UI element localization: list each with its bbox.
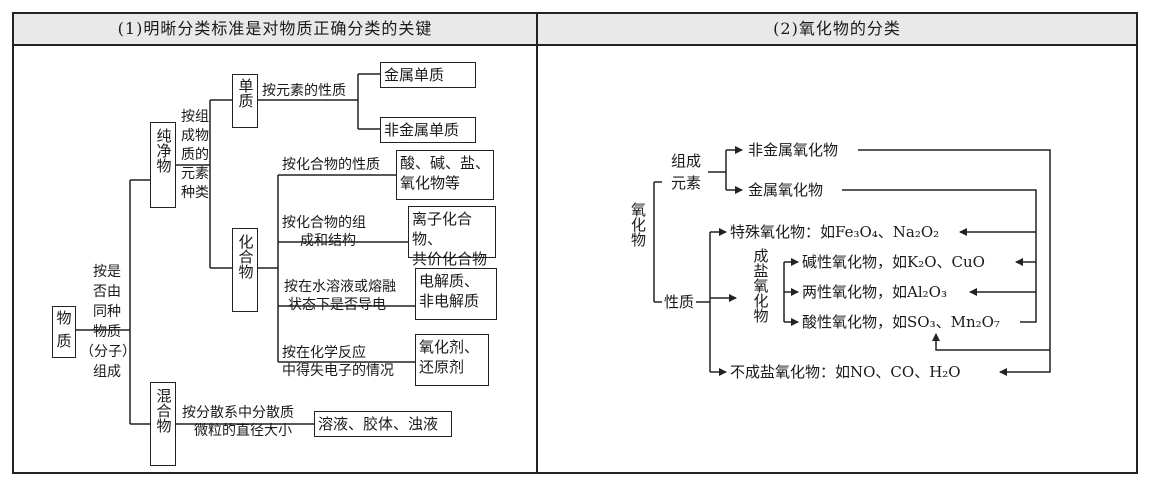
pure-substance-label: 纯净物 <box>154 128 173 173</box>
salt-forming-label: 成盐氧化物 <box>740 248 780 329</box>
elemental-label: 单质 <box>236 78 255 108</box>
mixture-label: 混合物 <box>154 388 173 433</box>
box-line: 非电解质 <box>419 292 480 310</box>
criterion-main-label: 按是 否由 同种 物质 （分子） 组成 <box>80 262 136 382</box>
redox-agents-box: 氧化剂、 还原剂 <box>415 334 489 386</box>
compound-box: 化合物 <box>232 228 258 312</box>
by-electron-transfer-label: 按在化学反应 中得失电子的情况 <box>282 344 394 380</box>
dispersions-label: 溶液、胶体、浊液 <box>318 415 439 433</box>
ionic-covalent-box: 离子化合物、 共价化合物 <box>408 206 496 268</box>
matter-box: 物质 <box>52 306 76 358</box>
metal-elemental-box: 金属单质 <box>380 62 476 88</box>
by-property-label: 性质 <box>664 293 695 311</box>
pure-substance-box: 纯净物 <box>150 122 176 208</box>
dispersions-box: 溶液、胶体、浊液 <box>314 411 452 437</box>
criterion-line: 种类 <box>181 185 209 201</box>
label-line: 元素 <box>670 174 701 192</box>
outer-frame <box>12 12 1138 474</box>
metal-elemental-label: 金属单质 <box>384 66 445 84</box>
criterion-line: 元素 <box>181 166 209 182</box>
acid-base-salt-box: 酸、碱、盐、 氧化物等 <box>396 150 494 200</box>
panel-divider <box>536 12 538 474</box>
salt-forming-text: 成盐氧化物 <box>751 248 770 323</box>
by-element-property-label: 按元素的性质 <box>262 83 346 99</box>
label-line: 组成 <box>670 152 701 170</box>
criterion-line: 否由 <box>93 284 121 300</box>
criterion-line: （分子） <box>80 344 136 360</box>
criterion-line: 组成 <box>93 364 121 380</box>
right-panel-heading: (2)氧化物的分类 <box>773 19 901 38</box>
electrolytes-box: 电解质、 非电解质 <box>415 268 497 320</box>
oxide-label: 氧化物 <box>626 202 650 253</box>
metal-oxide-label: 金属氧化物 <box>748 181 824 199</box>
criterion-line: 质的 <box>181 147 209 163</box>
special-oxide-label: 特殊氧化物：如Fe₃O₄、Na₂O₂ <box>730 223 940 241</box>
label-line: 状态下是否导电 <box>288 297 386 313</box>
label-line: 按分散系中分散质 <box>182 405 294 421</box>
criterion-line: 按组 <box>181 109 209 125</box>
by-composition-elements-label: 组成 元素 <box>664 150 708 194</box>
non-salt-forming-label: 不成盐氧化物：如NO、CO、H₂O <box>730 363 961 381</box>
acidic-oxide-label: 酸性氧化物，如SO₃、Mn₂O₇ <box>802 313 1000 331</box>
box-line: 离子化合物、 <box>412 210 473 248</box>
box-line: 酸、碱、盐、 <box>400 154 491 172</box>
by-dispersion-label: 按分散系中分散质 微粒的直径大小 <box>182 404 294 440</box>
box-line: 共价化合物 <box>412 250 488 268</box>
label-line: 成和结构 <box>300 233 356 249</box>
label-line: 按在化学反应 <box>282 345 366 361</box>
amphoteric-oxide-label: 两性氧化物，如Al₂O₃ <box>802 283 947 301</box>
oxide-text: 氧化物 <box>629 202 647 247</box>
nonmetal-oxide-label: 非金属氧化物 <box>748 141 839 159</box>
label-line: 按在水溶液或熔融 <box>284 279 396 295</box>
compound-label: 化合物 <box>236 234 255 279</box>
matter-label: 物质 <box>56 309 72 350</box>
by-compound-property-label: 按化合物的性质 <box>282 157 380 173</box>
nonmetal-elemental-box: 非金属单质 <box>380 117 476 143</box>
label-line: 按化合物的组 <box>282 215 366 231</box>
by-conductivity-label: 按在水溶液或熔融 状态下是否导电 <box>284 278 396 314</box>
criterion-line: 按是 <box>93 264 121 280</box>
box-line: 氧化物等 <box>400 174 461 192</box>
nonmetal-elemental-label: 非金属单质 <box>384 121 460 139</box>
criterion-line: 成物 <box>181 128 209 144</box>
box-line: 还原剂 <box>419 358 465 376</box>
box-line: 电解质、 <box>419 272 480 290</box>
mixture-box: 混合物 <box>150 382 176 466</box>
criterion-line: 物质 <box>93 324 121 340</box>
by-composition-structure-label: 按化合物的组 成和结构 <box>282 214 366 250</box>
criterion-line: 同种 <box>93 304 121 320</box>
basic-oxide-label: 碱性氧化物，如K₂O、CuO <box>802 253 985 271</box>
label-line: 微粒的直径大小 <box>194 423 292 439</box>
elemental-box: 单质 <box>232 74 258 128</box>
label-line: 中得失电子的情况 <box>282 363 394 379</box>
by-composition-label: 按组 成物 质的 元素 种类 <box>178 108 212 203</box>
left-panel-heading: (1)明晰分类标准是对物质正确分类的关键 <box>117 19 433 38</box>
box-line: 氧化剂、 <box>419 338 480 356</box>
